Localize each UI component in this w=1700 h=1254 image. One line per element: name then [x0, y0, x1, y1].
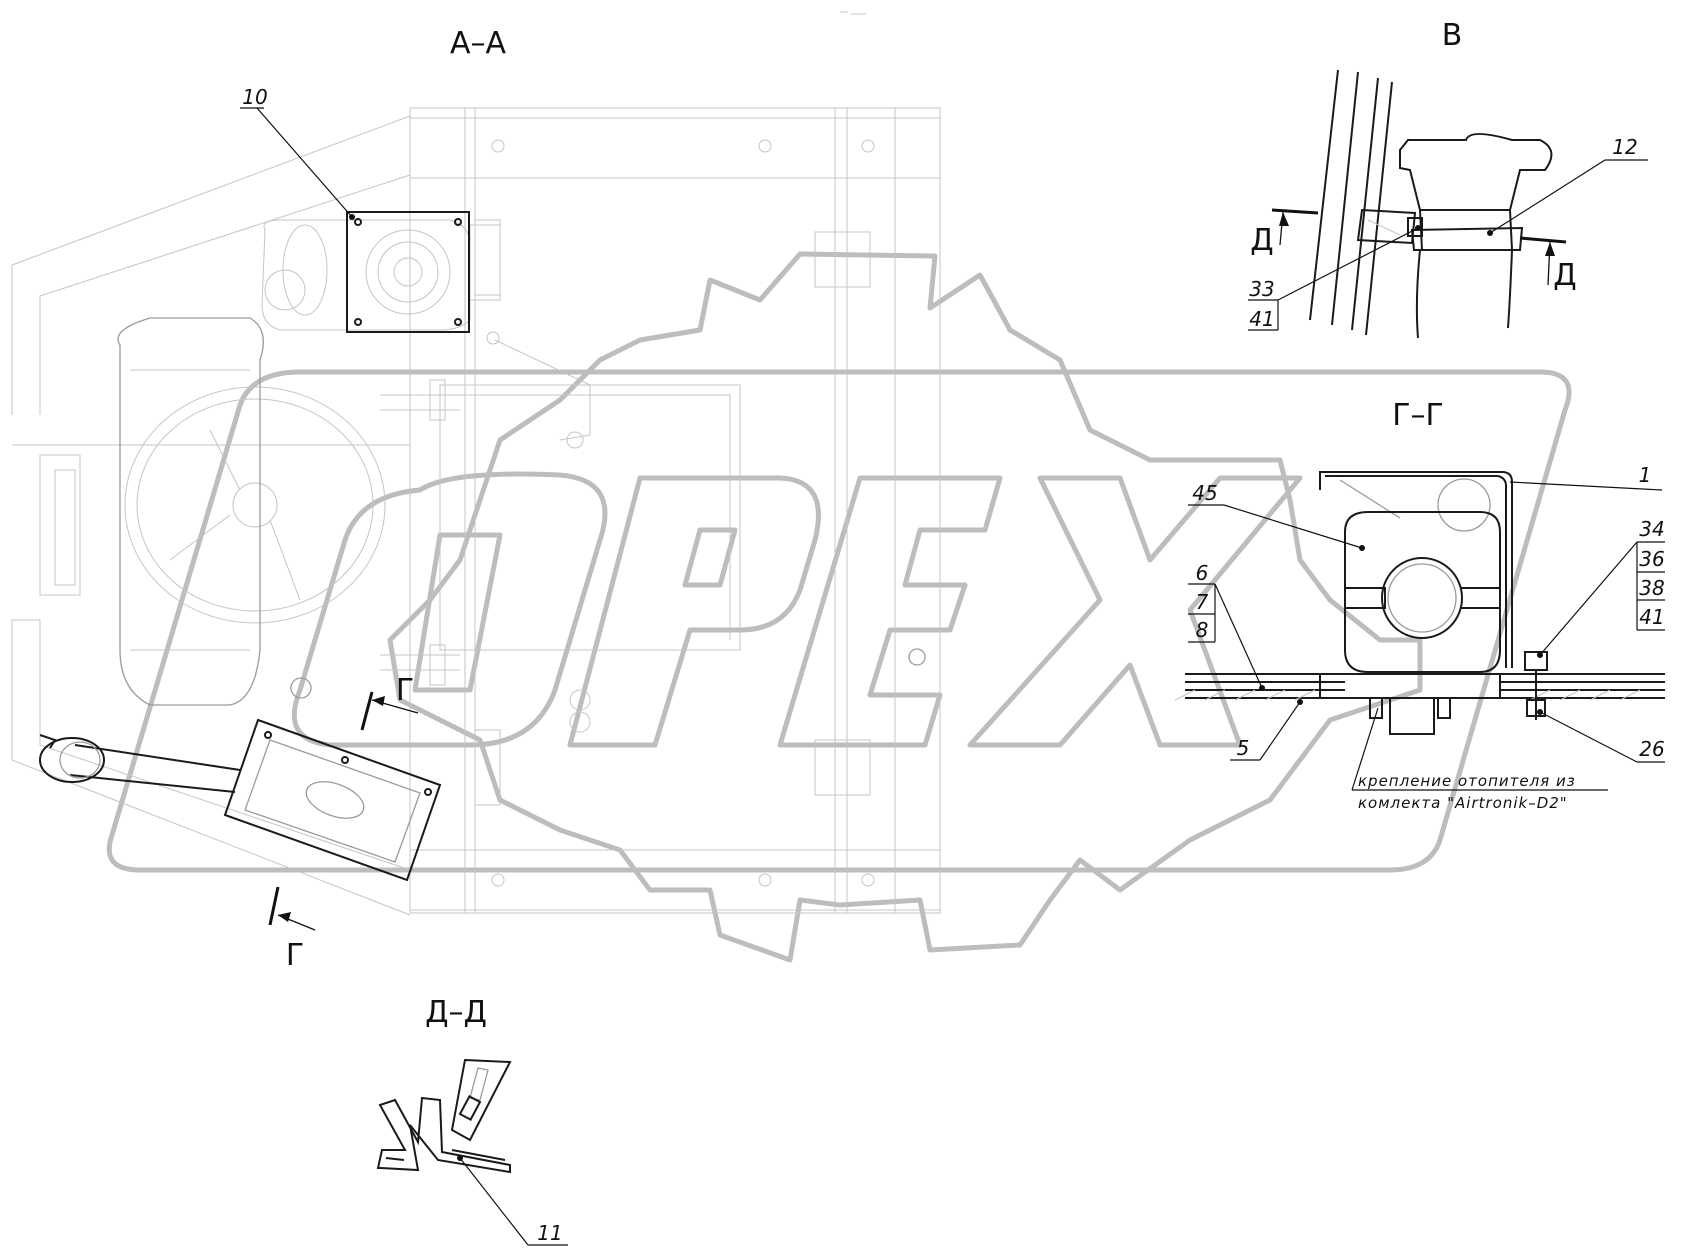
cut-marker-g-upper: Г — [360, 673, 419, 731]
section-gg-body — [1174, 471, 1665, 735]
callout-1: 1 — [1639, 463, 1652, 487]
section-aa-body — [11, 107, 941, 916]
watermark-banner — [106, 369, 1572, 873]
callout-12: 12 — [1612, 135, 1637, 159]
section-dd-body — [376, 1058, 512, 1174]
view-v-title: В — [1442, 18, 1463, 53]
callout-45: 45 — [1192, 481, 1217, 505]
section-dd-title: Д–Д — [425, 995, 487, 1030]
callout-10: 10 — [242, 85, 267, 109]
callout-8: 8 — [1196, 618, 1209, 642]
callout-5: 5 — [1237, 736, 1250, 760]
callout-6: 6 — [1196, 561, 1209, 585]
callout-26: 26 — [1639, 737, 1664, 761]
cut-marker-d-right: Д — [1519, 236, 1577, 293]
watermark-gear — [387, 251, 1423, 963]
callout-41a: 41 — [1249, 307, 1274, 331]
callout-34: 34 — [1639, 517, 1664, 541]
cut-label-d-right: Д — [1553, 258, 1576, 293]
callout-11: 11 — [537, 1221, 562, 1245]
callout-7: 7 — [1196, 590, 1209, 614]
section-gg-title: Г–Г — [1392, 398, 1444, 433]
note-line-1: крепление отопителя из — [1358, 772, 1576, 790]
callout-41b: 41 — [1639, 605, 1664, 629]
leader-10 — [256, 107, 353, 218]
view-v-body — [1309, 69, 1553, 339]
callout-36: 36 — [1639, 547, 1664, 571]
callout-38: 38 — [1639, 576, 1664, 600]
cut-label-d-left: Д — [1250, 223, 1273, 258]
cut-label-g-upper: Г — [396, 673, 414, 708]
cut-label-g-lower: Г — [286, 938, 304, 973]
cut-marker-d-left: Д — [1250, 208, 1319, 258]
note-line-2: комлекта "Airtronik–D2" — [1358, 794, 1568, 812]
cut-marker-g-lower: Г — [268, 886, 316, 973]
section-aa-title: А–А — [450, 26, 507, 61]
callout-33: 33 — [1249, 277, 1274, 301]
watermark-letters — [291, 471, 1303, 748]
